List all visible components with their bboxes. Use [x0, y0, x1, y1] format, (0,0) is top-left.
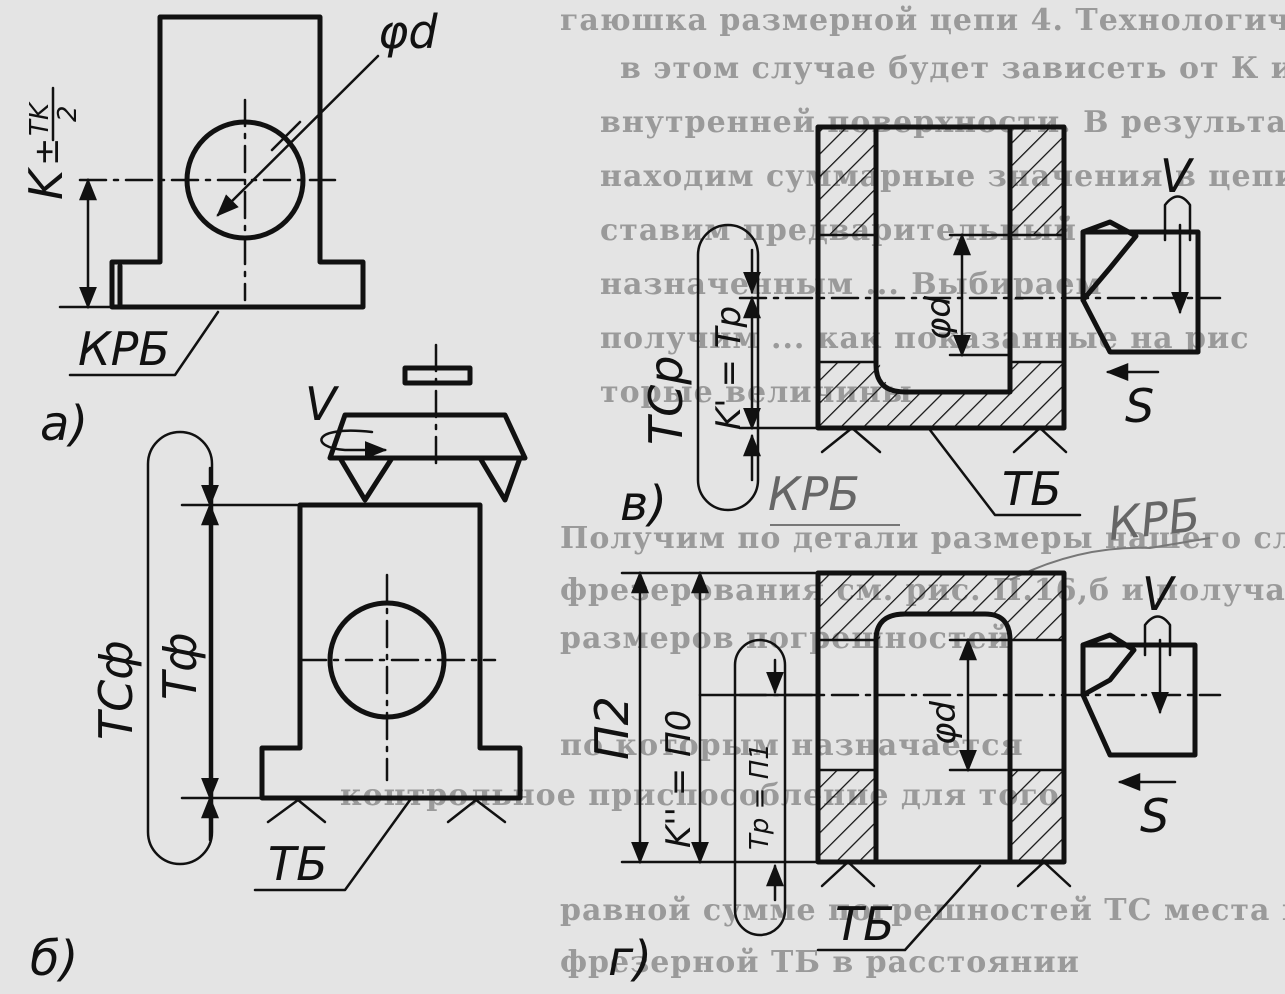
base-leader-a — [68, 310, 220, 377]
support-right-v — [1012, 426, 1068, 454]
tool-insert-v — [1080, 219, 1139, 303]
t-label-g: Тр = П1 — [745, 743, 775, 850]
support-right-b — [446, 798, 507, 824]
dim-label-pm: ± — [27, 138, 67, 167]
ts-label-v: ТСр — [639, 356, 693, 445]
panel-b: V ТСф Тф ТБ б) — [30, 343, 528, 987]
base-label-g: ТБ — [835, 897, 895, 951]
base-leader-b — [253, 798, 412, 892]
s-label-v: S — [1125, 379, 1154, 433]
tool-shank-v — [1163, 195, 1192, 242]
panel-v: φd V S ТСр K' = Тр ТБ в) — [620, 124, 1222, 532]
caption-b: б) — [30, 931, 78, 987]
dim-label-a: K ± TK 2 — [19, 86, 83, 200]
dim-label-2: 2 — [53, 105, 83, 122]
tool-shank-g — [1143, 615, 1172, 657]
handwritten-note-b: КРБ — [1106, 488, 1203, 551]
bg-line-01: гаюшка размерной цепи 4. Технологические… — [560, 3, 1285, 38]
handwritten-note-a: КРБ — [768, 467, 860, 521]
dia-tick-a — [270, 120, 302, 152]
panel-a: φd K ± TK 2 КРБ а) — [19, 5, 438, 452]
hatch-top-left-v — [818, 127, 876, 235]
dia-label-a: φd — [378, 5, 438, 59]
k-label-g: K'' = П0 — [659, 710, 699, 848]
base-leader-v — [928, 428, 1082, 517]
caption-g: г) — [608, 931, 652, 987]
dia-label-v: φd — [919, 296, 959, 340]
hatch-bottom-v — [818, 362, 1064, 428]
v-label-v: V — [1160, 149, 1195, 203]
dia-leader-a — [216, 54, 380, 217]
cutter-tooth-left — [337, 455, 395, 503]
dim-label-tk: TK — [25, 101, 55, 136]
part-outline-b — [259, 502, 523, 801]
rotation-arrow-b — [320, 429, 388, 459]
chain-loop-g — [733, 638, 787, 937]
bg-line-14: равной сумме погрешностей ТС места в схе… — [560, 893, 1285, 928]
part-outline-v — [815, 124, 1067, 431]
ts-label-b: ТСф — [89, 640, 143, 740]
part-outline-g — [815, 570, 1067, 865]
part-outline-a — [109, 14, 366, 310]
dim-label-k: K — [19, 166, 73, 200]
cutter-body-b — [327, 412, 528, 461]
hatch-bottom-left-g — [818, 770, 876, 862]
panel-g: φd V S П2 K'' = П0 Тр = П1 ТБ г) — [585, 567, 1222, 987]
p2-label-g: П2 — [585, 696, 639, 760]
support-right-g — [1016, 860, 1072, 888]
dia-label-g: φd — [924, 701, 964, 745]
support-left-g — [820, 860, 876, 888]
bg-line-02: в этом случае будет зависеть от К и сост… — [620, 51, 1285, 86]
hatch-top-right-v — [1010, 127, 1064, 235]
hatch-bottom-right-g — [1010, 770, 1064, 862]
chain-loop-b — [146, 430, 214, 866]
base-label-v: ТБ — [1002, 462, 1062, 516]
pocket-outline-g — [873, 611, 1013, 865]
pocket-outline-v — [873, 124, 1013, 395]
base-leader-g — [816, 864, 982, 952]
caption-a: а) — [40, 396, 88, 452]
k-label-v: K' = Тр — [709, 306, 749, 430]
handwritten-notes: КРБ КРБ — [768, 467, 1211, 581]
bg-line-09: Получим по детали размеры нашего сл — [560, 521, 1285, 556]
cutter-hub-b — [402, 365, 473, 386]
v-label-g: V — [1142, 567, 1177, 621]
base-label-b: ТБ — [268, 837, 328, 891]
bg-line-04: находим суммарные значения в цепи — [600, 159, 1285, 194]
s-label-g: S — [1140, 789, 1169, 843]
cutter-tooth-right — [477, 455, 523, 503]
support-left-b — [266, 798, 327, 824]
support-left-v — [820, 426, 882, 454]
chain-loop-v — [696, 223, 760, 512]
tool-insert-g — [1080, 632, 1137, 698]
v-label-b: V — [305, 377, 340, 431]
bg-line-03: внутренней поверхности. В результате рас… — [600, 105, 1285, 140]
tool-body-g — [1080, 642, 1198, 758]
base-label-a: КРБ — [78, 322, 170, 376]
caption-v: в) — [620, 476, 667, 532]
bg-line-06: назначенным ... Выбираем — [600, 267, 1103, 302]
bg-line-11: размеров погрешностей — [560, 621, 1011, 656]
t-label-b: Тф — [153, 633, 207, 700]
